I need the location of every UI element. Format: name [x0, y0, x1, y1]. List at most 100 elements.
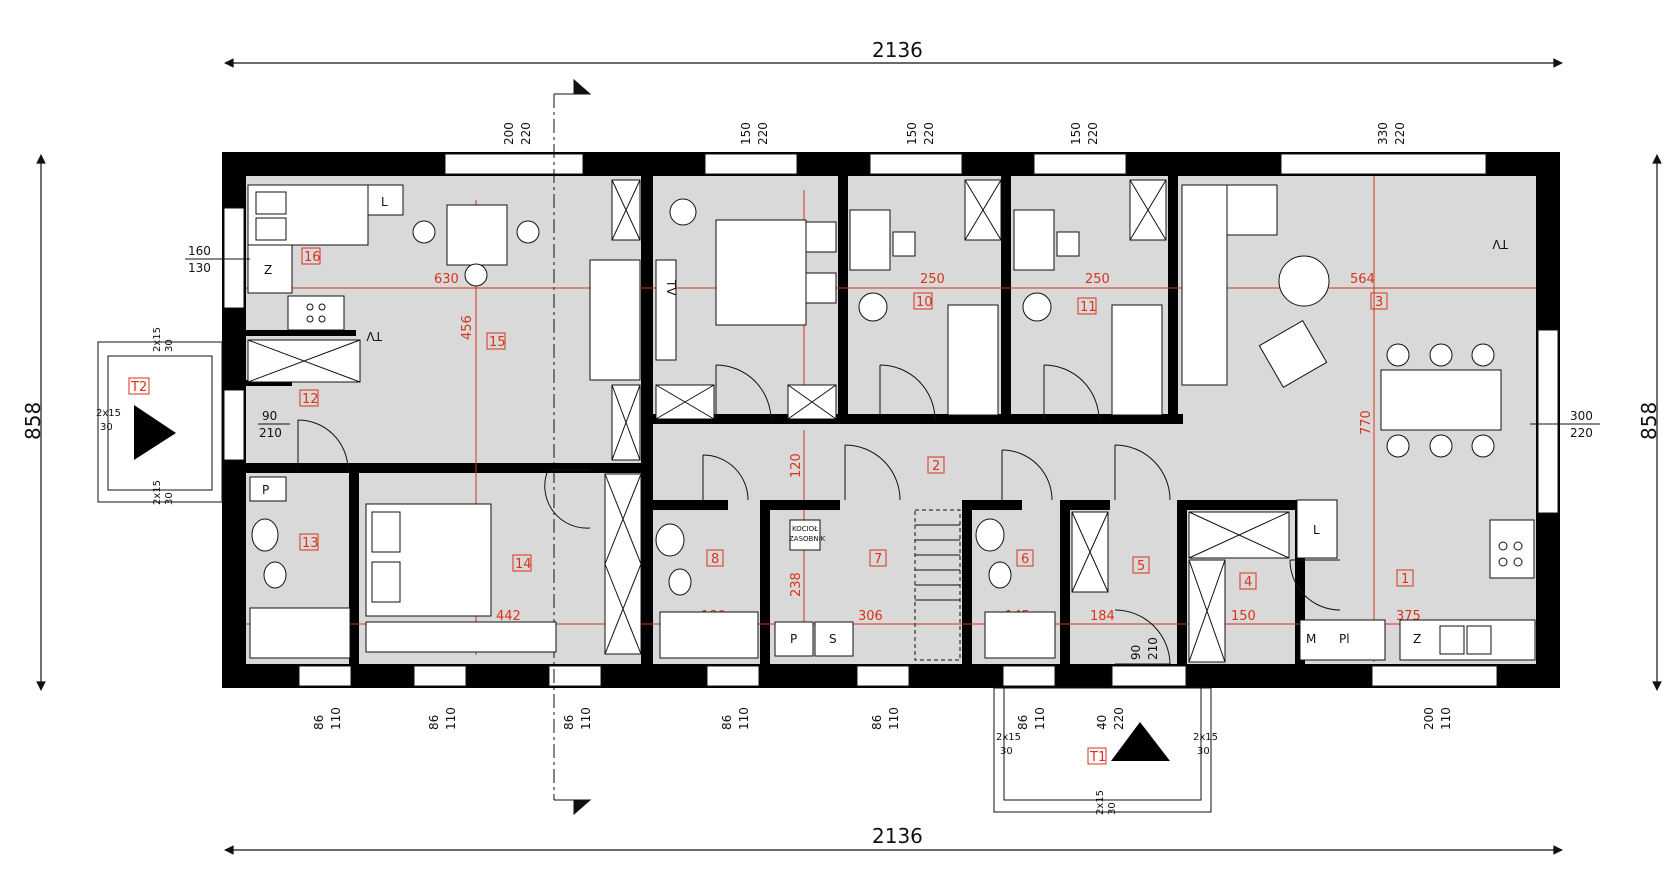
dim-120: 120: [789, 453, 804, 478]
room-14: 14: [515, 557, 532, 572]
svg-text:40: 40: [1095, 715, 1109, 730]
width-label-bottom: 2136: [872, 824, 923, 848]
svg-text:86: 86: [427, 715, 441, 730]
dim-630: 630: [434, 272, 459, 287]
svg-text:300: 300: [1570, 409, 1593, 423]
boiler-label: KOCIOŁ: [792, 525, 818, 533]
dim-150: 150: [1231, 609, 1256, 624]
svg-text:130: 130: [188, 261, 211, 275]
entrance-arrows: [134, 405, 1170, 761]
room-1: 1: [1401, 572, 1409, 587]
svg-text:330: 330: [1376, 122, 1390, 145]
tv-symbol-2: TV: [664, 279, 678, 296]
svg-text:110: 110: [329, 707, 343, 730]
s-symbol: S: [829, 632, 837, 646]
svg-text:220: 220: [1086, 122, 1100, 145]
svg-text:110: 110: [579, 707, 593, 730]
svg-text:90: 90: [262, 409, 277, 423]
room-4: 4: [1244, 575, 1252, 590]
room-2: 2: [932, 459, 940, 474]
svg-text:30: 30: [1197, 746, 1210, 757]
svg-text:210: 210: [259, 426, 282, 440]
window-dims-bottom: 86 110 86 110 86 110 86 110 86 110 86 11…: [312, 707, 1453, 730]
fridge-symbol: L: [381, 195, 388, 209]
svg-text:30: 30: [1107, 802, 1118, 815]
svg-text:86: 86: [312, 715, 326, 730]
step-dims: 2x15 30 2x15 30 2x15 30 2x15 30 2x15 30 …: [96, 327, 1218, 815]
fridge-symbol-2: L: [1313, 523, 1320, 537]
room-label-text: 16 15 9 10 11 3 2 12 13 14 8 7 6 5 4 1 T…: [130, 250, 1409, 765]
dim-250-b: 250: [1085, 272, 1110, 287]
svg-text:2x15: 2x15: [152, 327, 163, 352]
room-13: 13: [302, 536, 319, 551]
svg-text:2x15: 2x15: [1193, 732, 1218, 743]
svg-text:2x15: 2x15: [152, 480, 163, 505]
room-7: 7: [874, 552, 882, 567]
room-8: 8: [711, 552, 719, 567]
tv-symbol-3: TV: [1492, 237, 1509, 251]
svg-text:2x15: 2x15: [996, 732, 1021, 743]
svg-text:30: 30: [1000, 746, 1013, 757]
dim-184: 184: [1090, 609, 1115, 624]
room-5: 5: [1137, 559, 1145, 574]
room-10: 10: [916, 295, 933, 310]
room-12: 12: [302, 392, 319, 407]
svg-text:220: 220: [519, 122, 533, 145]
svg-text:200: 200: [1422, 707, 1436, 730]
m-symbol: M: [1306, 632, 1316, 646]
svg-text:86: 86: [870, 715, 884, 730]
tank-label: ZASOBNIK: [789, 535, 826, 543]
svg-text:210: 210: [1146, 637, 1160, 660]
washer-symbol: Z: [264, 263, 272, 277]
furniture: [97, 179, 1536, 813]
svg-text:86: 86: [720, 715, 734, 730]
svg-text:220: 220: [1112, 707, 1126, 730]
svg-text:110: 110: [444, 707, 458, 730]
pl-symbol: Pl: [1339, 632, 1350, 646]
overall-dimensions: [36, 58, 1662, 855]
svg-text:86: 86: [562, 715, 576, 730]
room-16: 16: [304, 250, 321, 265]
svg-text:220: 220: [756, 122, 770, 145]
dim-770: 770: [1359, 410, 1374, 435]
dim-238: 238: [789, 572, 804, 597]
svg-text:2x15: 2x15: [96, 408, 121, 419]
dryer-symbol: P: [262, 483, 269, 497]
svg-text:90: 90: [1129, 645, 1143, 660]
svg-text:110: 110: [887, 707, 901, 730]
depth-label-right: 858: [1637, 402, 1661, 440]
dim-564: 564: [1350, 272, 1375, 287]
svg-text:150: 150: [905, 122, 919, 145]
svg-text:220: 220: [922, 122, 936, 145]
staircase: [914, 509, 961, 661]
depth-label-left: 858: [21, 402, 45, 440]
svg-text:110: 110: [1439, 707, 1453, 730]
svg-text:2x15: 2x15: [1095, 790, 1106, 815]
room-6: 6: [1021, 552, 1029, 567]
section-line: [553, 78, 592, 816]
svg-text:150: 150: [739, 122, 753, 145]
svg-text:30: 30: [164, 492, 175, 505]
dim-250-a: 250: [920, 272, 945, 287]
room-t2: T2: [130, 380, 147, 395]
z-symbol-2: Z: [1413, 632, 1421, 646]
svg-text:110: 110: [737, 707, 751, 730]
p-symbol: P: [790, 632, 797, 646]
svg-text:200: 200: [502, 122, 516, 145]
svg-text:110: 110: [1033, 707, 1047, 730]
dim-456: 456: [460, 315, 475, 340]
dim-306: 306: [858, 609, 883, 624]
room-11: 11: [1080, 300, 1097, 315]
room-t1: T1: [1089, 750, 1106, 765]
door-swings: [297, 364, 1341, 665]
svg-text:86: 86: [1016, 715, 1030, 730]
svg-text:220: 220: [1570, 426, 1593, 440]
appliance-symbols: L Z P P S L M Pl Z TV TV TV KOCIOŁ ZASOB…: [262, 195, 1509, 646]
room-15: 15: [489, 335, 506, 350]
window-openings: [223, 153, 1559, 687]
svg-text:220: 220: [1393, 122, 1407, 145]
window-dims-top: 200 220 150 220 150 220 150 220 330 220: [502, 122, 1407, 145]
dim-442: 442: [496, 609, 521, 624]
svg-text:30: 30: [100, 422, 113, 433]
